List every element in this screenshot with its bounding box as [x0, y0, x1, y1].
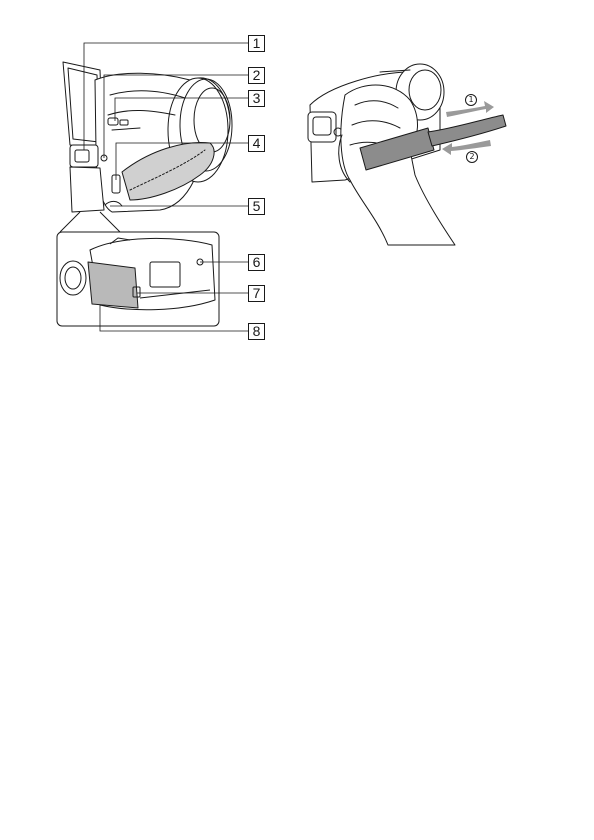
callout-4: 4 — [248, 135, 265, 152]
camcorder-side-view — [63, 62, 232, 212]
inset-connector — [60, 212, 80, 232]
callout-2: 2 — [248, 67, 265, 84]
illustration-area — [0, 0, 594, 360]
step-marker-2: 2 — [466, 151, 478, 163]
step-marker-1: 1 — [465, 94, 477, 106]
callout-6: 6 — [248, 254, 265, 271]
callout-1: 1 — [248, 35, 265, 52]
inset-connector — [100, 212, 120, 232]
callout-3: 3 — [248, 90, 265, 107]
callout-8: 8 — [248, 323, 265, 340]
callout-7: 7 — [248, 285, 265, 302]
callout-5: 5 — [248, 198, 265, 215]
camcorder-bottom-view — [60, 238, 215, 310]
